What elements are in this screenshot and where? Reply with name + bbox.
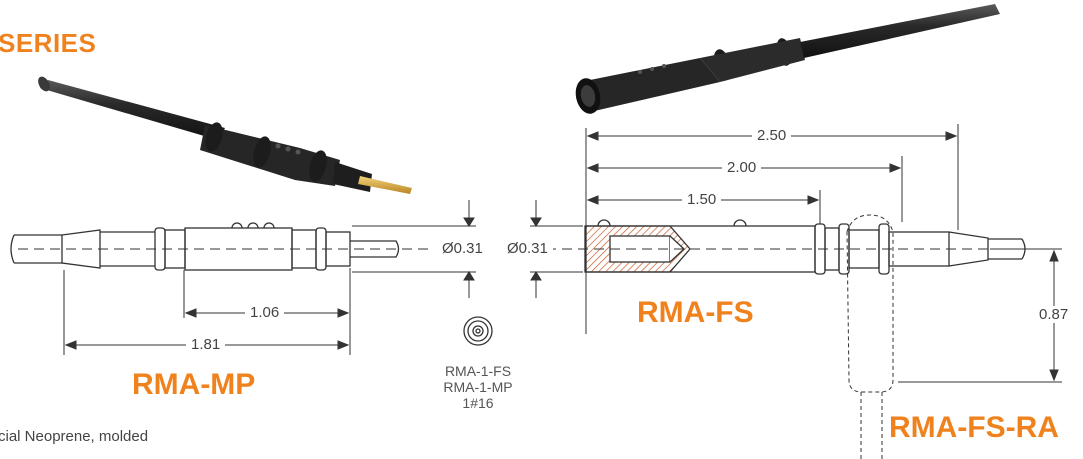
mp-diameter-label: Ø0.31 bbox=[437, 240, 488, 257]
center-line-2: RMA-1-MP bbox=[443, 379, 513, 395]
ra-dim-height: 0.87 bbox=[1036, 306, 1072, 323]
center-line-3: 1#16 bbox=[462, 395, 494, 411]
center-line-1: RMA-1-FS bbox=[444, 363, 512, 379]
mp-dim-lines bbox=[18, 200, 476, 355]
ra-model-label: RMA-FS-RA bbox=[885, 411, 1063, 445]
fs-dim-200: 2.00 bbox=[722, 159, 762, 176]
mp-model-label: RMA-MP bbox=[132, 368, 256, 401]
fs-model-label: RMA-FS bbox=[637, 296, 754, 329]
fs-diameter-label: Ø0.31 bbox=[502, 240, 553, 257]
ra-dashed-outline bbox=[846, 214, 894, 459]
mp-product-render bbox=[38, 76, 412, 194]
pin-end-view bbox=[463, 316, 493, 346]
mp-dim-short: 1.06 bbox=[245, 304, 285, 321]
series-title: SERIES bbox=[0, 28, 97, 58]
fs-product-render bbox=[575, 4, 1000, 114]
fs-dim-150: 1.50 bbox=[682, 191, 722, 208]
mp-side-view bbox=[10, 222, 400, 271]
fs-dim-250: 2.50 bbox=[752, 127, 792, 144]
fs-side-view bbox=[584, 219, 1026, 275]
material-note: cial Neoprene, molded bbox=[0, 428, 149, 445]
center-part-list: RMA-1-FS RMA-1-MP 1#16 bbox=[442, 363, 514, 411]
mp-dim-long: 1.81 bbox=[186, 336, 226, 353]
